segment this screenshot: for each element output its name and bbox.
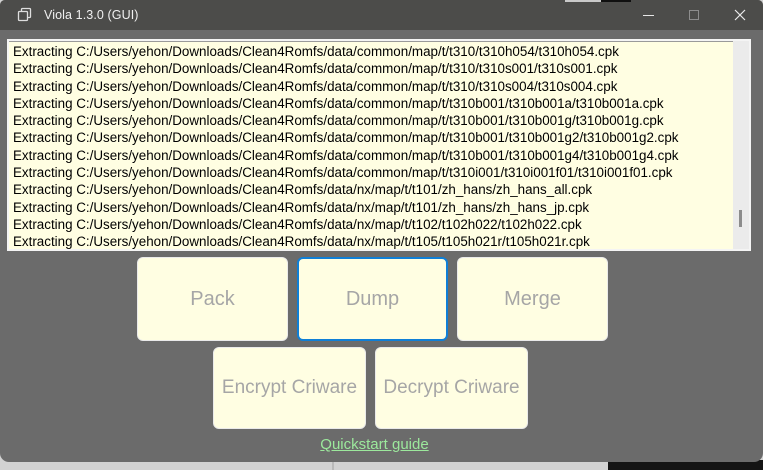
log-scrollbar-thumb[interactable] [739, 210, 742, 227]
quickstart-guide-link[interactable]: Quickstart guide [320, 436, 429, 453]
close-button[interactable] [717, 0, 763, 30]
close-icon [734, 9, 746, 21]
desktop-top-sliver-light [565, 0, 601, 2]
log-line: Extracting C:/Users/yehon/Downloads/Clea… [13, 165, 673, 181]
log-line: Extracting C:/Users/yehon/Downloads/Clea… [13, 113, 664, 129]
log-scrollbar[interactable] [733, 41, 749, 249]
log-line: Extracting C:/Users/yehon/Downloads/Clea… [13, 216, 582, 232]
minimize-button[interactable] [625, 0, 671, 30]
app-icon [17, 7, 33, 23]
log-textarea[interactable]: Extracting C:/Users/yehon/Downloads/Clea… [7, 39, 751, 251]
log-line: Extracting C:/Users/yehon/Downloads/Clea… [13, 182, 593, 198]
desktop-background-dark-window [608, 460, 763, 470]
decrypt-criware-button[interactable]: Decrypt Criware [375, 347, 528, 429]
maximize-button[interactable] [671, 0, 717, 30]
log-lines: Extracting C:/Users/yehon/Downloads/Clea… [13, 43, 730, 249]
desktop-top-sliver-dark [601, 0, 631, 2]
log-line: Extracting C:/Users/yehon/Downloads/Clea… [13, 78, 618, 94]
dump-button[interactable]: Dump [297, 257, 448, 341]
window-title: Viola 1.3.0 (GUI) [44, 8, 139, 22]
button-row-1: Pack Dump Merge [0, 257, 754, 341]
log-line: Extracting C:/Users/yehon/Downloads/Clea… [13, 147, 679, 163]
log-line: Extracting C:/Users/yehon/Downloads/Clea… [13, 234, 590, 249]
log-line: Extracting C:/Users/yehon/Downloads/Clea… [13, 199, 590, 215]
log-line: Extracting C:/Users/yehon/Downloads/Clea… [13, 61, 618, 77]
desktop-background-divider [332, 461, 334, 470]
titlebar[interactable]: Viola 1.3.0 (GUI) [0, 0, 763, 30]
log-line: Extracting C:/Users/yehon/Downloads/Clea… [13, 130, 679, 146]
maximize-icon [689, 10, 699, 20]
log-line: Extracting C:/Users/yehon/Downloads/Clea… [13, 95, 664, 111]
footer: Quickstart guide [0, 436, 756, 454]
button-row-2: Encrypt Criware Decrypt Criware [0, 347, 752, 429]
merge-button[interactable]: Merge [457, 257, 608, 341]
window-controls [625, 0, 763, 30]
log-line: Extracting C:/Users/yehon/Downloads/Clea… [13, 44, 619, 59]
minimize-icon [642, 14, 654, 16]
pack-button[interactable]: Pack [137, 257, 288, 341]
encrypt-criware-button[interactable]: Encrypt Criware [213, 347, 366, 429]
